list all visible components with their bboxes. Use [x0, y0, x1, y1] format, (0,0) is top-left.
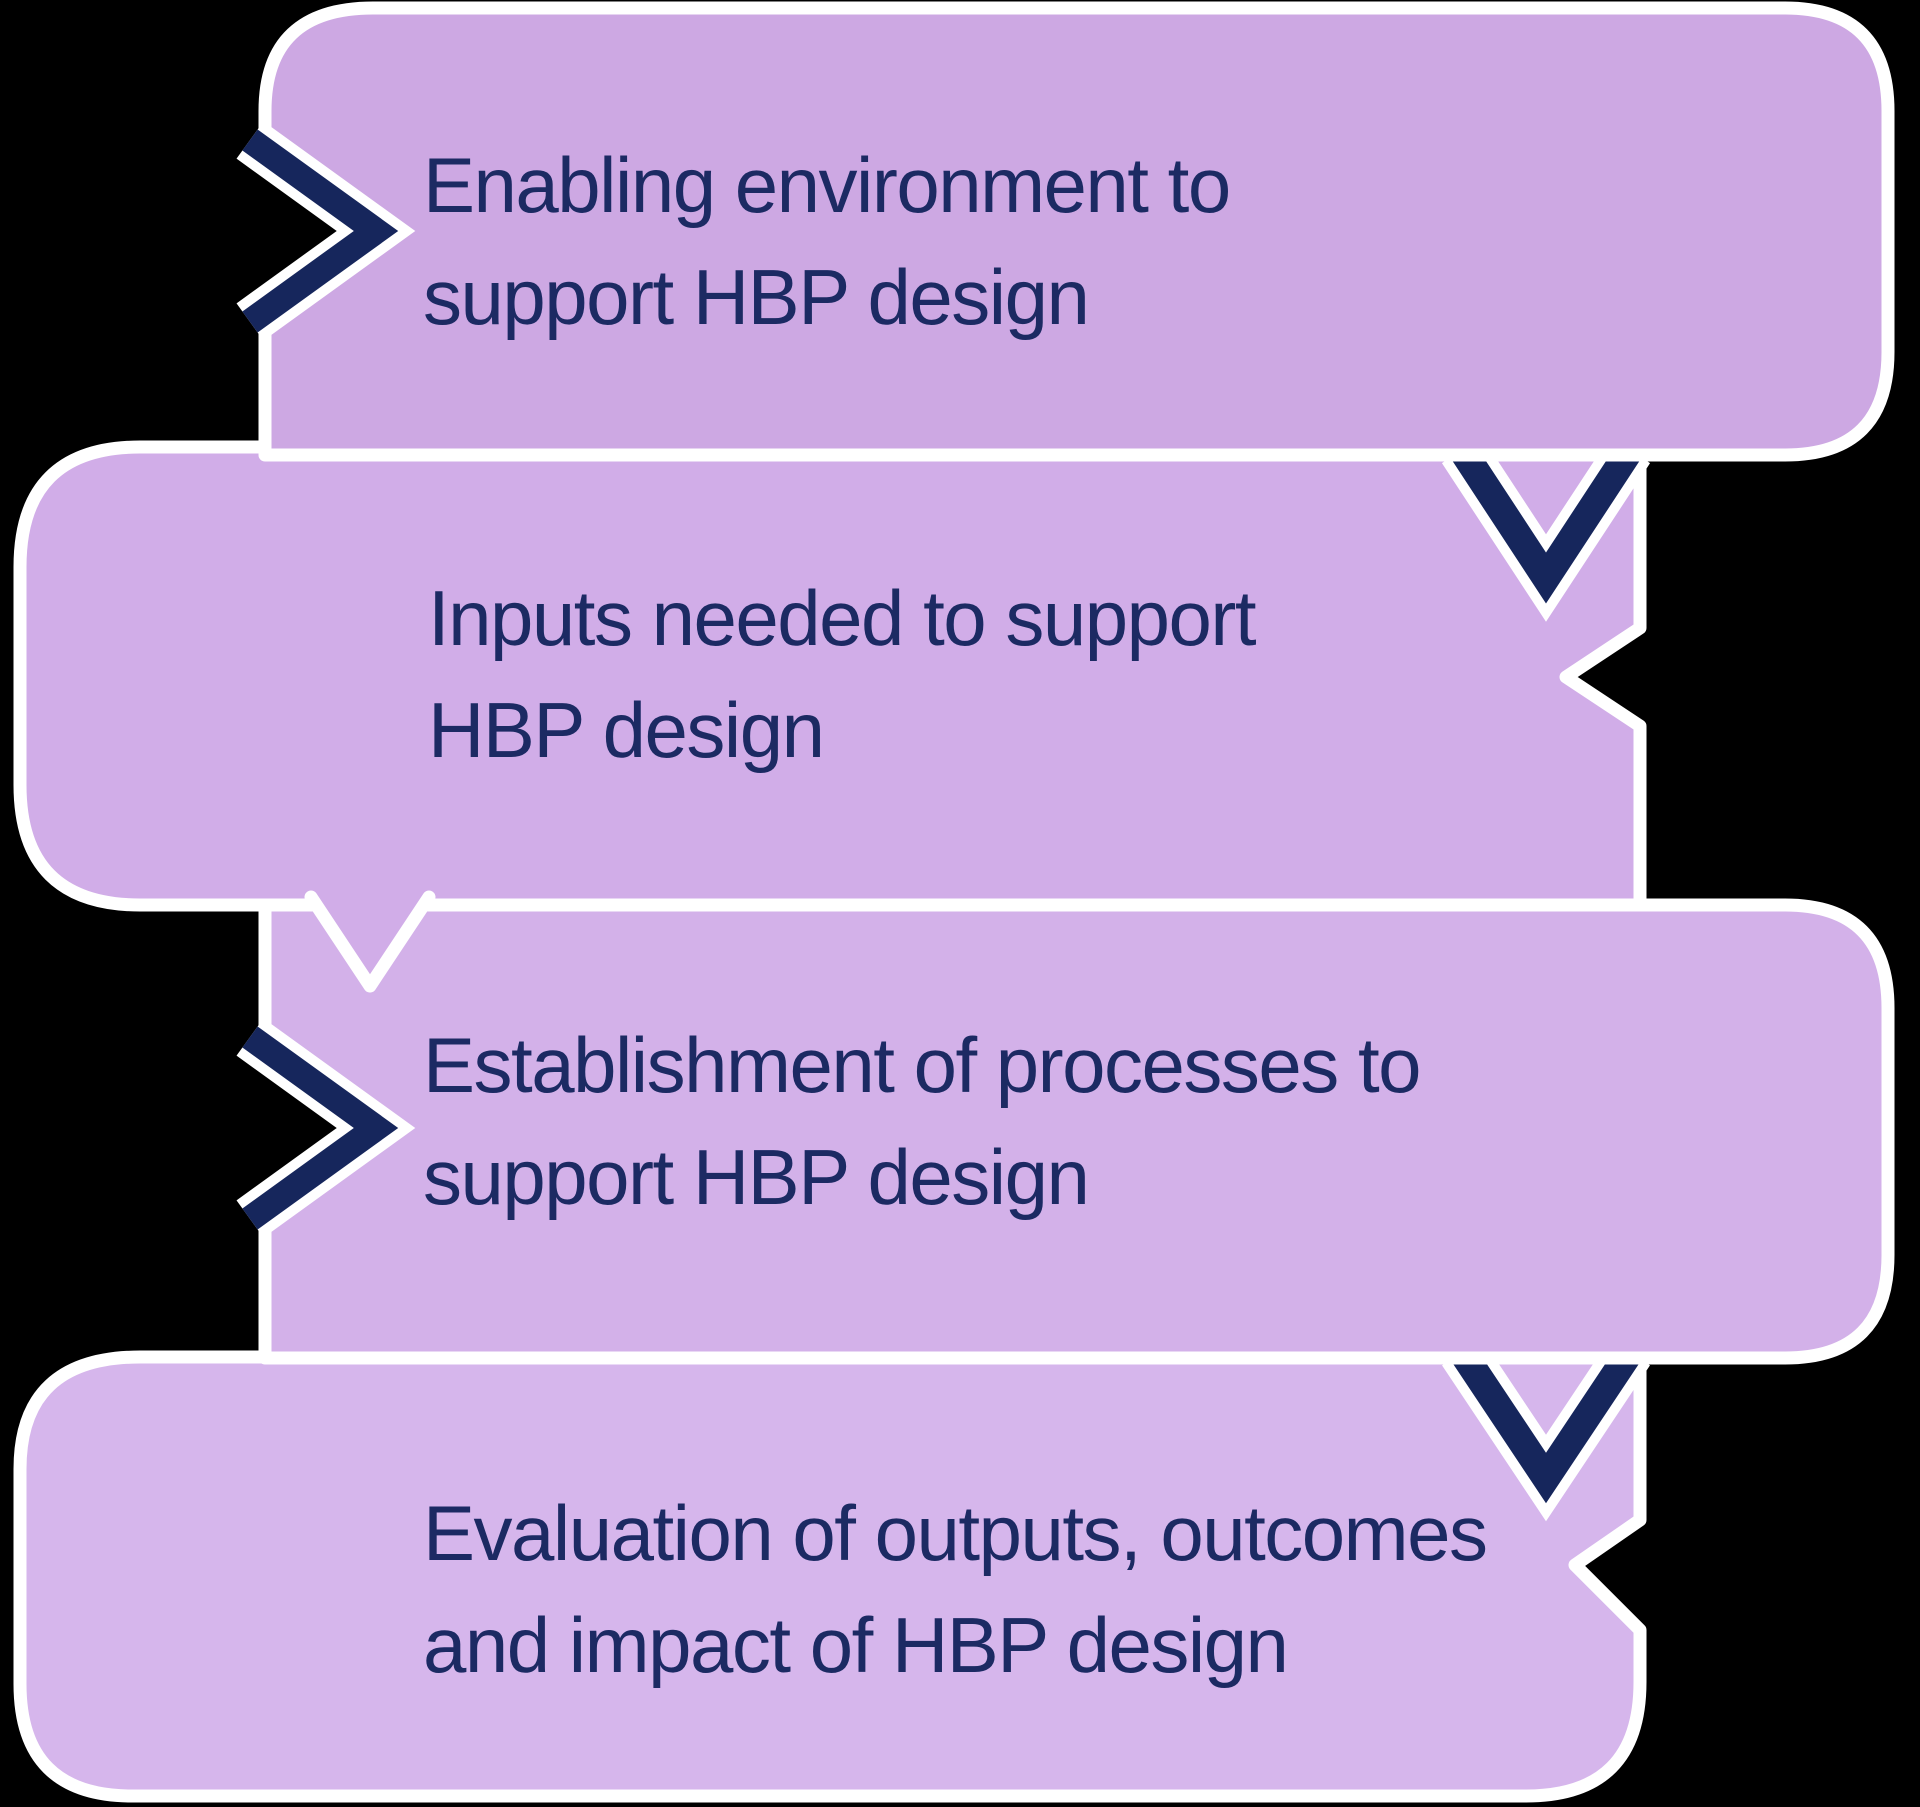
box-evaluation: [13, 1350, 1647, 1803]
box-label-line: Establishment of processes to: [423, 1021, 1420, 1109]
chevron-down-glyph: [1450, 442, 1642, 604]
box-label-line: Enabling environment to: [423, 141, 1230, 229]
flow-tab: [304, 890, 436, 993]
chevron-right-glyph: [242, 1026, 399, 1230]
box-enabling-environment: [258, 1, 1895, 462]
box-label-line: and impact of HBP design: [423, 1601, 1287, 1689]
box-inputs: [13, 440, 1647, 912]
box-processes-label: Establishment of processes to support HB…: [423, 1021, 1422, 1221]
flow-tab-outline: [304, 890, 436, 993]
chevron-down-glyph: [1450, 1344, 1642, 1504]
chevron-right-glyph: [242, 129, 399, 333]
flow-tab-fill: [308, 893, 432, 988]
box-evaluation-label: Evaluation of outputs, outcomes and impa…: [423, 1489, 1488, 1689]
box-inputs-label: Inputs needed to support HBP design: [428, 574, 1258, 774]
chevron-down-icon: [1442, 1338, 1650, 1522]
chevron-down-icon: [1441, 436, 1651, 622]
box-label-line: support HBP design: [423, 253, 1088, 341]
box-processes: [258, 898, 1895, 1365]
box-label-line: HBP design: [428, 686, 824, 774]
chevron-right-icon: [236, 121, 416, 341]
chevron-right-icon: [236, 1018, 416, 1238]
box-label-line: support HBP design: [423, 1133, 1088, 1221]
box-label-line: Evaluation of outputs, outcomes: [423, 1489, 1487, 1577]
box-enabling-environment-label: Enabling environment to support HBP desi…: [423, 141, 1231, 341]
box-label-line: Inputs needed to support: [428, 574, 1257, 662]
